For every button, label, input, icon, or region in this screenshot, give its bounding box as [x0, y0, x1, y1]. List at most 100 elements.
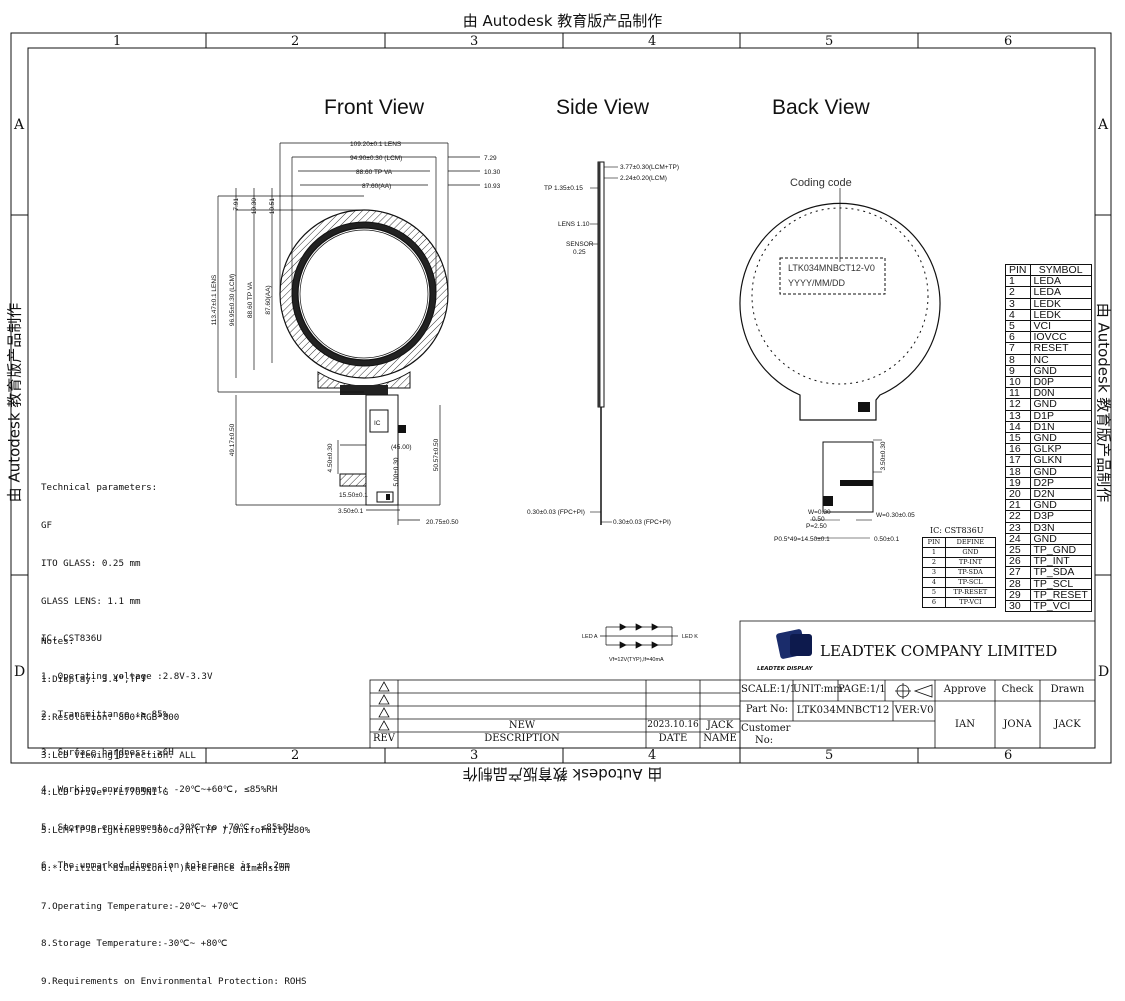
- pin-number: 19: [1005, 476, 1031, 490]
- pin-symbol: LEDK: [1029, 308, 1092, 322]
- pin-number: 17: [1005, 454, 1031, 467]
- tech-line: GLASS LENS: 1.1 mm: [41, 595, 141, 607]
- note-line: Notes:: [41, 636, 75, 648]
- approve-label: Approve: [943, 684, 987, 695]
- pin-number: 10: [1005, 376, 1031, 389]
- ic-header-define: DEFINE: [944, 537, 997, 548]
- dim-377: 3.77±0.30(LCM+TP): [620, 164, 679, 171]
- dim-p250: P=2.50: [806, 523, 827, 530]
- pin-number: 3: [1005, 297, 1031, 310]
- pin-symbol: D1N: [1029, 420, 1092, 434]
- pin-symbol: D2P: [1029, 476, 1092, 490]
- dim-500: 5.00±0.30: [393, 457, 400, 486]
- pin-number: 12: [1005, 398, 1031, 411]
- pin-symbol: D3P: [1029, 510, 1092, 523]
- checker-name: JONA: [1003, 719, 1032, 730]
- ic-cell: 2: [922, 557, 946, 568]
- pin-number: 1: [1005, 275, 1031, 288]
- pin-symbol: IOVCC: [1029, 331, 1092, 344]
- pin-symbol: GLKN: [1029, 454, 1092, 467]
- tech-line: 3. Surface hardness: ≥6H: [41, 746, 174, 758]
- front-view-title: Front View: [324, 96, 424, 119]
- dim-tp-thickness: TP 1.35±0.15: [544, 185, 583, 192]
- pin-symbol: D0P: [1029, 376, 1092, 389]
- pin-number: 28: [1005, 577, 1031, 590]
- col-label-3-bottom: 3: [470, 748, 479, 763]
- dim-lcm-width: 94.90±0.30 (LCM): [350, 155, 402, 162]
- pin-symbol: D0N: [1029, 387, 1092, 400]
- ic-cell: TP-RESET: [944, 587, 997, 598]
- dim-w030-tol: W=0.30±0.05: [876, 512, 915, 519]
- note-line: 2.Resolution: 800*RGB*800: [41, 711, 180, 723]
- dim-w030: W=0.30: [808, 509, 831, 516]
- pin-number: 4: [1005, 308, 1031, 322]
- pin-symbol: GLKP: [1029, 443, 1092, 456]
- version-label: VER:V0: [894, 705, 934, 716]
- dim-1051: 10.51: [269, 198, 276, 215]
- col-label-6-top: 6: [1004, 34, 1013, 49]
- pin-symbol: D2N: [1029, 488, 1092, 501]
- col-label-4-top: 4: [648, 34, 657, 49]
- col-label-4-bottom: 4: [648, 748, 657, 763]
- company-name: LEADTEK COMPANY LIMITED: [820, 642, 1058, 660]
- note-line: 5.LCM+TP Brightness:300cd/㎡(TYP ),Unifor…: [41, 825, 311, 837]
- pin-symbol: LEDA: [1029, 286, 1092, 299]
- note-line: 1.Display: 3.4",TFT: [41, 673, 147, 685]
- dim-450: 4.50±0.30: [327, 443, 334, 472]
- pin-number: 26: [1005, 555, 1031, 568]
- dim-5057: 50.57±0.50: [433, 438, 440, 471]
- drawer-name: JACK: [1054, 719, 1081, 730]
- tech-line: Technical parameters:: [41, 482, 158, 494]
- row-label-a-right: A: [1098, 117, 1109, 133]
- col-label-5-top: 5: [825, 34, 834, 49]
- ic-table-title: IC: CST836U: [930, 526, 984, 535]
- pin-symbol: GND: [1029, 398, 1092, 411]
- check-label: Check: [1001, 684, 1034, 695]
- dim-791: 7.91: [233, 198, 240, 211]
- tech-line: 2. Transmittance :≥ 85%: [41, 708, 169, 720]
- tech-line: ITO GLASS: 0.25 mm: [41, 557, 141, 569]
- rev-name: JACK: [706, 720, 734, 731]
- front-view-drawing: 109.20±0.1 LENS 94.90±0.30 (LCM) 88.60 T…: [211, 141, 501, 526]
- col-label-1-top: 1: [113, 34, 122, 49]
- pin-number: 13: [1005, 409, 1031, 422]
- tech-line: IC: CST836U: [41, 633, 102, 645]
- ic-cell: GND: [944, 547, 997, 558]
- dim-1550: 15.50±0.1: [339, 492, 368, 499]
- dim-lens-width: 109.20±0.1 LENS: [350, 141, 402, 148]
- pin-number: 24: [1005, 532, 1031, 546]
- notes: Notes: 1.Display: 3.4",TFT 2.Resolution:…: [41, 611, 310, 1001]
- pin-number: 25: [1005, 544, 1031, 557]
- side-view-drawing: 3.77±0.30(LCM+TP) 2.24±0.20(LCM) TP 1.35…: [527, 161, 679, 526]
- pin-number: 9: [1005, 364, 1031, 378]
- rev-date: 2023.10.16: [647, 720, 699, 730]
- dim-4917: 49.17±0.50: [229, 423, 236, 456]
- ic-cell: TP-INT: [944, 557, 997, 568]
- ic-cell: 6: [922, 597, 946, 608]
- ic-cell: 5: [922, 587, 946, 598]
- part-no-label: Part No:: [745, 704, 789, 715]
- scale-label: SCALE:1/1: [741, 684, 797, 695]
- dim-lens-thickness: LENS 1.10: [558, 221, 590, 228]
